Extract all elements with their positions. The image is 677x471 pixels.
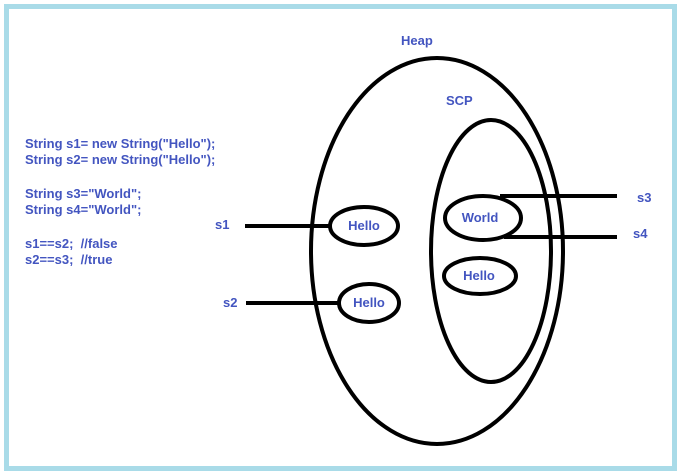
ref-label-s4: s4: [633, 226, 648, 241]
code-line-compare-2: s2==s3; //true: [25, 252, 113, 267]
world-object-scp: [443, 194, 523, 242]
heap-ellipse: [309, 56, 565, 446]
code-line-compare-1: s1==s2; //false: [25, 236, 118, 251]
scp-label: SCP: [446, 93, 473, 108]
ref-label-s3: s3: [637, 190, 651, 205]
world-object-scp-label: World: [462, 210, 499, 225]
code-block: String s1= new String("Hello"); String s…: [25, 136, 215, 268]
hello-object-s1-label: Hello: [348, 218, 380, 233]
code-line-s4: String s4="World";: [25, 202, 142, 217]
hello-object-scp: [442, 256, 518, 296]
scp-ellipse: [429, 118, 553, 384]
code-line-s3: String s3="World";: [25, 186, 142, 201]
hello-object-s2-label: Hello: [353, 295, 385, 310]
ref-label-s2: s2: [223, 295, 237, 310]
code-line-s1: String s1= new String("Hello");: [25, 136, 216, 151]
code-line-s2: String s2= new String("Hello");: [25, 152, 216, 167]
ref-label-s1: s1: [215, 217, 229, 232]
heap-label: Heap: [401, 33, 433, 48]
hello-object-scp-label: Hello: [463, 268, 495, 283]
